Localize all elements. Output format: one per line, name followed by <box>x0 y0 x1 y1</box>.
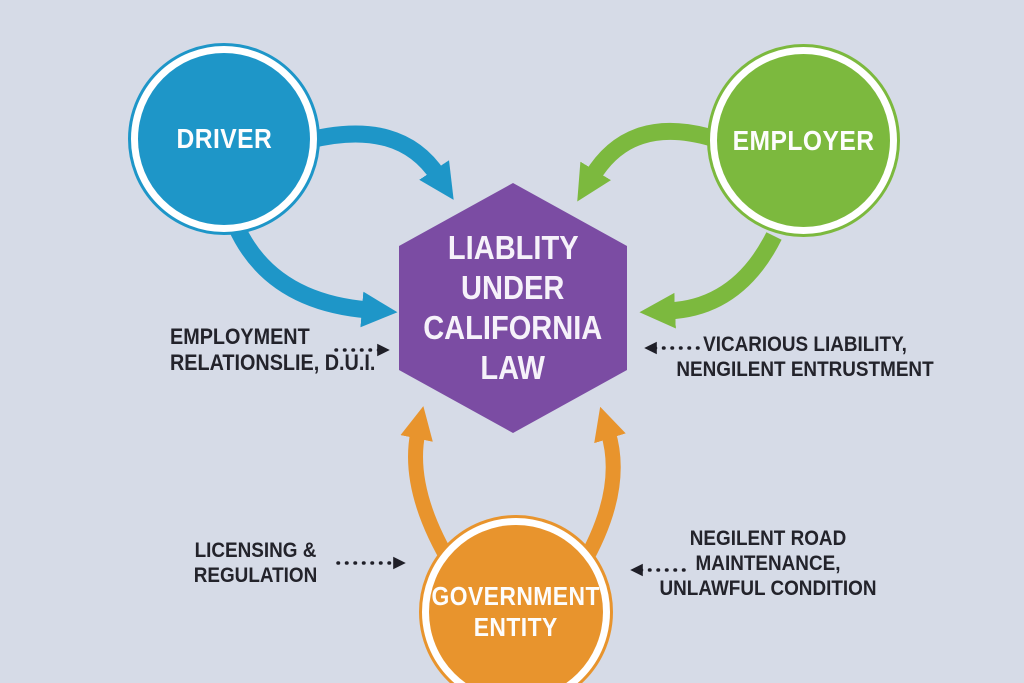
driver-top-arrow <box>307 125 454 200</box>
driver-bottom-arrow <box>228 222 398 328</box>
hexagon-title-line1: LIABLITY <box>447 229 579 266</box>
employer-top-arrow <box>577 122 715 202</box>
government-right-annotation-line1: NEGILENT ROAD <box>689 527 847 550</box>
government-label-line1: GOVERNMENT <box>431 581 601 611</box>
driver-annotation-line1: EMPLOYMENT <box>170 324 310 349</box>
government-left-annotation: LICENSING & REGULATION <box>173 538 338 588</box>
hexagon-title-line4: LAW <box>480 349 546 386</box>
employer-label: EMPLOYER <box>732 124 875 156</box>
node-driver: DRIVER <box>128 43 320 235</box>
government-left-annotation-line1: LICENSING & <box>194 539 317 562</box>
employer-annotation-line2: NENGILENT ENTRUSTMENT <box>676 358 934 381</box>
hexagon-title-line3: CALIFORNIA <box>423 309 603 346</box>
driver-annotation-line2: RELATIONSLIE, D.U.I. <box>170 350 376 375</box>
employer-circle-fill: EMPLOYER <box>717 54 890 227</box>
driver-label: DRIVER <box>176 123 272 154</box>
driver-annotation: EMPLOYMENT RELATIONSLIE, D.U.I. <box>170 324 398 376</box>
employer-annotation-line1: VICARIOUS LIABILITY, <box>703 333 907 356</box>
liability-hexagon: LIABLITY UNDER CALIFORNIA LAW <box>399 183 627 433</box>
employer-bottom-arrow <box>639 232 782 329</box>
employer-annotation: VICARIOUS LIABILITY, NENGILENT ENTRUSTME… <box>655 332 955 382</box>
government-right-annotation-line3: UNLAWFUL CONDITION <box>659 577 877 600</box>
node-government-entity: GOVERNMENT ENTITY <box>419 515 613 683</box>
government-right-annotation-line2: MAINTENANCE, <box>695 552 841 575</box>
hexagon-title-line2: UNDER <box>461 269 565 306</box>
node-employer: EMPLOYER <box>707 44 900 237</box>
government-label-line2: ENTITY <box>473 612 558 642</box>
driver-circle-fill: DRIVER <box>138 53 310 225</box>
government-right-annotation: NEGILENT ROAD MAINTENANCE, UNLAWFUL COND… <box>643 526 893 601</box>
government-circle-fill: GOVERNMENT ENTITY <box>429 525 603 683</box>
government-left-annotation-line2: REGULATION <box>193 564 318 587</box>
